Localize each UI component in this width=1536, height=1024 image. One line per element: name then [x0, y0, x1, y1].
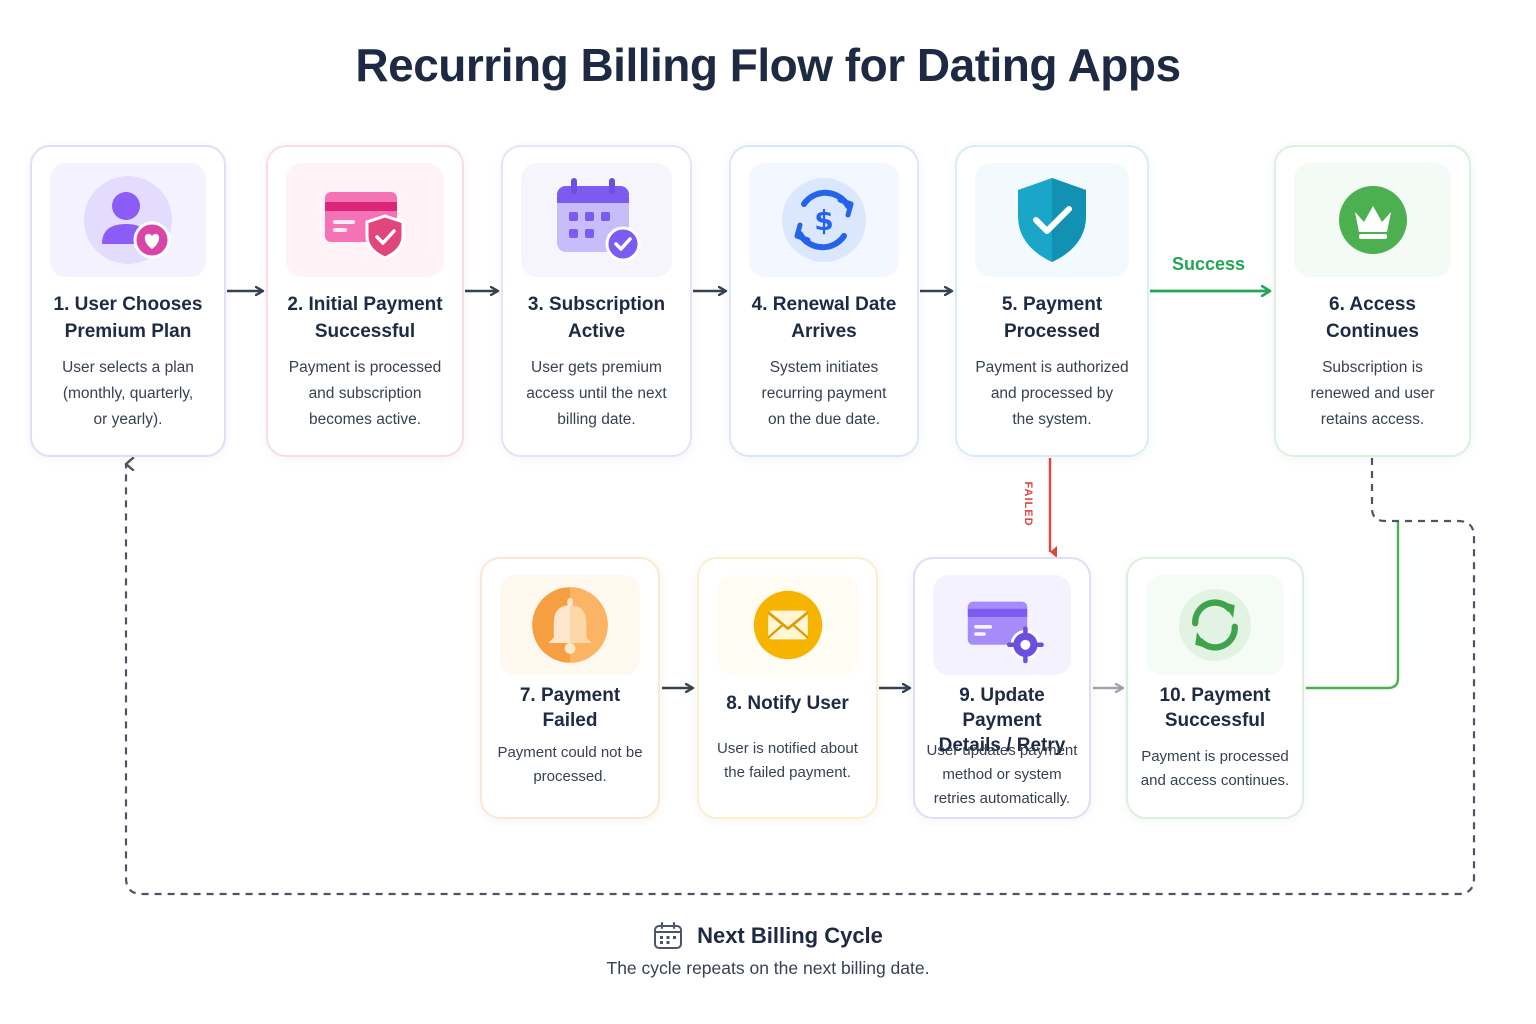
connector-10-to-6: [1306, 521, 1400, 690]
step-9-icon-box: [933, 575, 1071, 675]
step-card-1: 1. User Chooses Premium Plan User select…: [30, 145, 226, 457]
step-2-icon-box: [286, 163, 444, 277]
step-8-description: User is notified about the failed paymen…: [717, 740, 858, 781]
card-shield-icon: [325, 192, 405, 260]
step-4-description: System initiates recurring payment on th…: [761, 359, 887, 428]
success-label: Success: [1172, 254, 1246, 274]
step-10-icon-box: [1146, 575, 1284, 675]
card-gear-icon: [967, 601, 1044, 664]
step-7-description: Payment could not be processed.: [497, 744, 643, 785]
step-4-title: 4. Renewal Date Arrives: [751, 294, 897, 342]
step-3-title: 3. Subscription Active: [527, 294, 666, 342]
step-5-icon-box: [975, 163, 1129, 277]
user-heart-icon: [84, 176, 172, 264]
step-6-title: 6. Access Continues: [1326, 294, 1419, 342]
step-1-icon-box: [50, 163, 206, 277]
step-card-9: 9. Update Payment Details / Retry User u…: [913, 557, 1091, 819]
next-cycle-heading: Next Billing Cycle: [0, 922, 1536, 956]
diagram-title: Recurring Billing Flow for Dating Apps: [355, 39, 1181, 91]
step-9-description: User updates payment method or system re…: [926, 742, 1078, 807]
next-cycle-loop: [126, 458, 1476, 896]
step-card-5: 5. Payment Processed Payment is authoriz…: [955, 145, 1149, 457]
next-cycle-title: Next Billing Cycle: [697, 923, 883, 948]
step-card-2: 2. Initial Payment Successful Payment is…: [266, 145, 464, 457]
crown-icon: [1338, 186, 1407, 254]
step-3-description: User gets premium access until the next …: [526, 359, 667, 428]
envelope-icon: [753, 590, 822, 660]
shield-check-icon: [1018, 178, 1086, 262]
step-10-title: 10. Payment Successful: [1159, 685, 1271, 731]
step-card-8: 8. Notify User User is notified about th…: [697, 557, 878, 819]
dollar-cycle-icon: $: [782, 178, 866, 262]
step-9-title: 9. Update Payment Details / Retry: [938, 685, 1066, 756]
failed-label: FAILED: [1022, 481, 1034, 527]
step-2-title: 2. Initial Payment Successful: [287, 294, 443, 342]
calendar-icon: [654, 922, 683, 949]
step-card-6: 6. Access Continues Subscription is rene…: [1274, 145, 1471, 457]
step-5-title: 5. Payment Processed: [1001, 294, 1103, 342]
step-card-7: 7. Payment Failed Payment could not be p…: [480, 557, 660, 819]
step-card-10: 10. Payment Successful Payment is proces…: [1126, 557, 1304, 819]
bell-icon: [532, 587, 608, 663]
step-card-4: $ 4. Renewal Date Arrives System initiat…: [729, 145, 919, 457]
step-4-icon-box: $: [749, 163, 899, 277]
step-7-title: 7. Payment Failed: [519, 685, 621, 731]
svg-text:$: $: [814, 204, 833, 237]
step-card-3: 3. Subscription Active User gets premium…: [501, 145, 692, 457]
step-5-description: Payment is authorized and processed by t…: [975, 359, 1129, 428]
calendar-check-icon: [556, 178, 640, 262]
step-8-title: 8. Notify User: [726, 693, 849, 714]
step-1-title: 1. User Chooses Premium Plan: [53, 294, 203, 342]
step-8-icon-box: [717, 575, 858, 675]
step-6-description: Subscription is renewed and user retains…: [1310, 359, 1435, 428]
step-1-description: User selects a plan (monthly, quarterly,…: [62, 359, 194, 428]
step-2-description: Payment is processed and subscription be…: [288, 359, 442, 428]
refresh-icon: [1179, 589, 1251, 661]
step-10-description: Payment is processed and access continue…: [1140, 748, 1290, 789]
step-3-icon-box: [521, 163, 672, 277]
step-7-icon-box: [500, 575, 640, 675]
step-6-icon-box: [1294, 163, 1451, 277]
next-cycle-subtitle: The cycle repeats on the next billing da…: [606, 958, 930, 978]
